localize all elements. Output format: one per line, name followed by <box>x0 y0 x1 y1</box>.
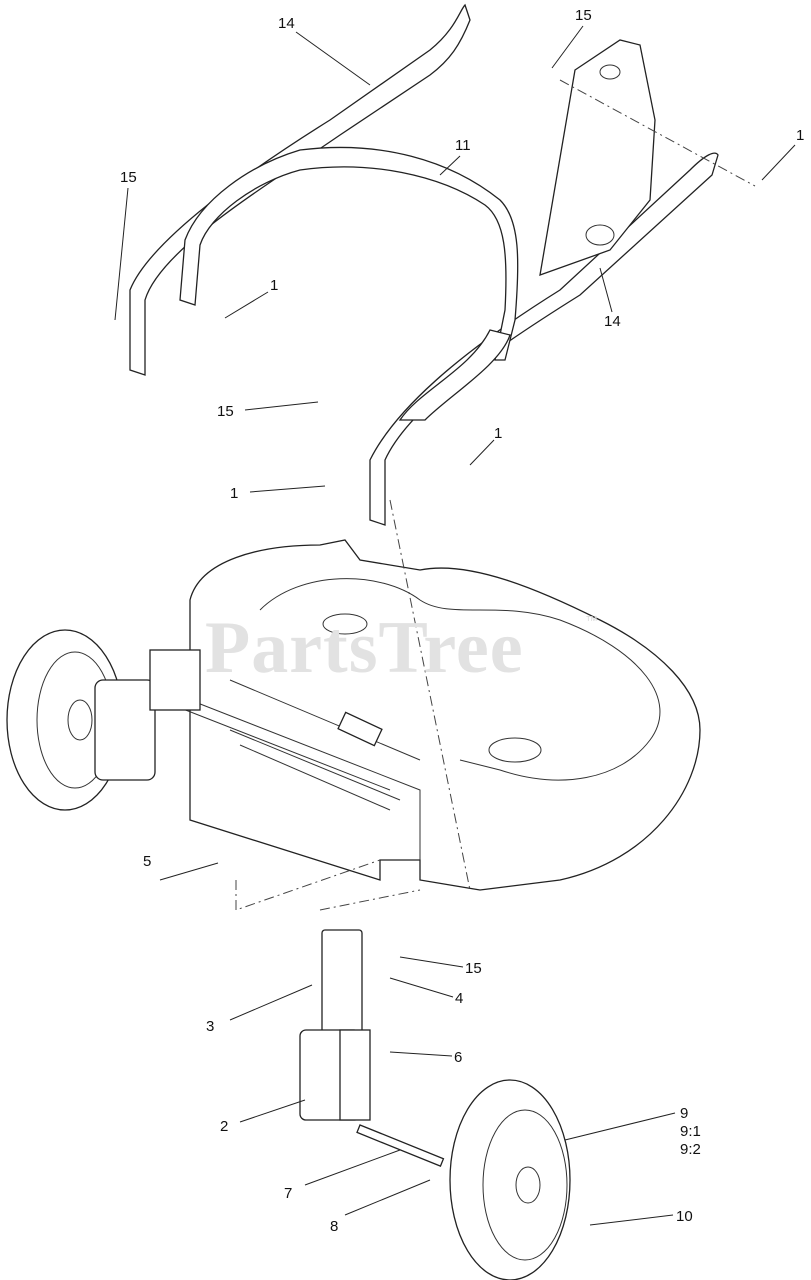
control-plate <box>539 39 656 276</box>
callout-label: 14 <box>278 15 295 32</box>
handle-rail-right <box>369 152 719 526</box>
callout-label: 8 <box>330 1218 338 1235</box>
callout-label: 15 <box>217 403 234 420</box>
watermark-trademark: ™ <box>585 613 598 628</box>
callout-leader-line <box>244 401 319 411</box>
callout-label: 9:2 <box>680 1141 701 1158</box>
callout-label: 2 <box>220 1118 228 1135</box>
callout-leader-line <box>344 1179 431 1216</box>
callout-leader-line <box>564 1112 676 1141</box>
callout-leader-line <box>469 439 495 466</box>
mower-deck <box>159 539 701 891</box>
callout-label: 3 <box>206 1018 214 1035</box>
handle-rail-left <box>129 3 471 376</box>
callout-leader-line <box>249 485 326 493</box>
caster-bracket <box>299 929 445 1167</box>
callout-label: 15 <box>120 169 137 186</box>
callout-label: 15 <box>465 960 482 977</box>
callout-leader-line <box>399 956 464 968</box>
callout-leader-line <box>761 144 796 181</box>
callout-label: 5 <box>143 853 151 870</box>
callout-label: 14 <box>604 313 621 330</box>
callout-leader-line <box>224 291 269 319</box>
callout-leader-line <box>389 1051 453 1057</box>
callout-leader-line <box>551 25 584 69</box>
callout-leader-line <box>239 1099 306 1123</box>
callout-label: 1 <box>796 127 804 144</box>
callout-leader-line <box>389 977 454 998</box>
callout-leader-line <box>589 1214 674 1226</box>
watermark: PartsTree <box>205 607 524 689</box>
callout-label: 1 <box>270 277 278 294</box>
callout-label: 7 <box>284 1185 292 1202</box>
front-wheel <box>449 1079 571 1280</box>
callout-label: 1 <box>494 425 502 442</box>
callout-label: 6 <box>454 1049 462 1066</box>
callout-leader-line <box>114 187 129 321</box>
callout-label: 9 <box>680 1105 688 1122</box>
callout-leader-line <box>599 267 613 313</box>
callout-leader-line <box>439 155 461 176</box>
callout-label: 10 <box>676 1208 693 1225</box>
callout-leader-line <box>159 862 219 881</box>
callout-leader-line <box>304 1149 401 1186</box>
callout-label: 4 <box>455 990 463 1007</box>
upper-handle <box>179 146 519 421</box>
callout-label: 9:1 <box>680 1123 701 1140</box>
callout-leader-line <box>229 984 313 1021</box>
callout-leader-line <box>295 31 371 86</box>
callout-label: 11 <box>455 137 471 154</box>
callout-label: 15 <box>575 7 592 24</box>
callout-label: 1 <box>230 485 238 502</box>
rear-wheel <box>6 629 201 811</box>
